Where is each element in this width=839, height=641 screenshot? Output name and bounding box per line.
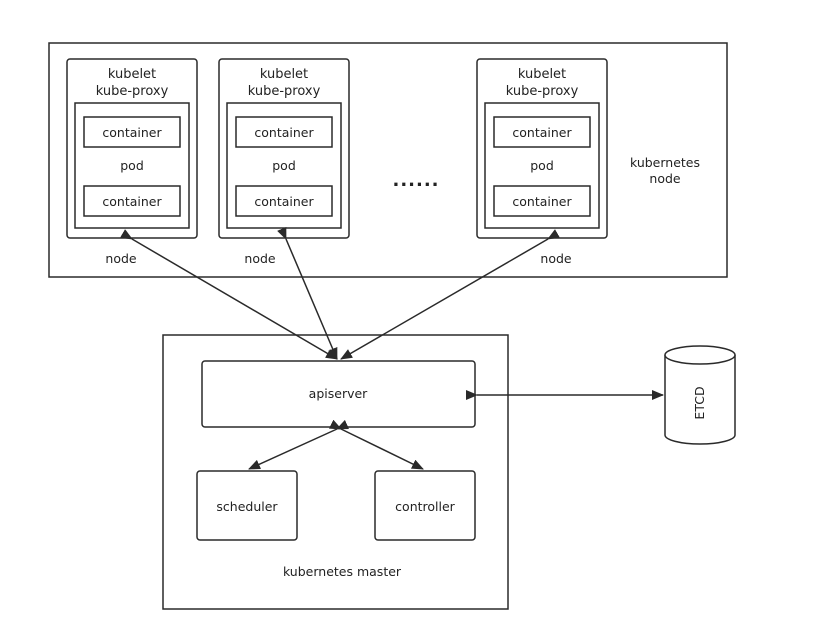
node-label: node	[105, 251, 137, 266]
etcd-cylinder: ETCD	[664, 345, 736, 445]
pod-label: pod	[530, 158, 554, 173]
arrow-apiserver-controller	[328, 419, 424, 470]
controller-box	[374, 470, 476, 541]
arrow-node3-apiserver	[340, 229, 561, 360]
kubelet-label: kubelet	[260, 67, 308, 82]
container-label-bottom: container	[254, 194, 314, 209]
apiserver-label: apiserver	[309, 386, 368, 401]
node-label: node	[540, 251, 572, 266]
node-2: kubelet kube-proxy container pod contain…	[218, 58, 350, 266]
kube-proxy-label: kube-proxy	[248, 84, 321, 99]
pod-label: pod	[120, 158, 144, 173]
container-box-bottom	[493, 185, 591, 217]
container-label-top: container	[102, 125, 162, 140]
node-ellipsis: ......	[392, 170, 439, 191]
node-1: kubelet kube-proxy container pod contain…	[66, 58, 198, 266]
pod-label: pod	[272, 158, 296, 173]
node-label: node	[244, 251, 276, 266]
node-cluster-label-line1: kubernetes	[630, 155, 700, 170]
scheduler-label: scheduler	[216, 499, 278, 514]
kubelet-label: kubelet	[518, 67, 566, 82]
etcd-label: ETCD	[692, 386, 707, 419]
kube-proxy-label: kube-proxy	[96, 84, 169, 99]
container-box-bottom	[235, 185, 333, 217]
kubelet-label: kubelet	[108, 67, 156, 82]
node-3: kubelet kube-proxy container pod contain…	[476, 58, 608, 266]
container-label-bottom: container	[102, 194, 162, 209]
kube-proxy-label: kube-proxy	[506, 84, 579, 99]
container-box-top	[235, 116, 333, 148]
arrow-apiserver-scheduler	[248, 419, 350, 470]
node-cluster-label-line2: node	[649, 171, 681, 186]
container-label-top: container	[512, 125, 572, 140]
container-box-bottom	[83, 185, 181, 217]
container-label-bottom: container	[512, 194, 572, 209]
controller-label: controller	[395, 499, 455, 514]
container-box-top	[493, 116, 591, 148]
pod-box	[484, 102, 600, 229]
container-box-top	[83, 116, 181, 148]
container-label-top: container	[254, 125, 314, 140]
master-label: kubernetes master	[283, 564, 402, 579]
scheduler-box	[196, 470, 298, 541]
arrow-node2-apiserver	[277, 226, 338, 360]
master-box	[162, 334, 509, 610]
pod-box	[74, 102, 190, 229]
